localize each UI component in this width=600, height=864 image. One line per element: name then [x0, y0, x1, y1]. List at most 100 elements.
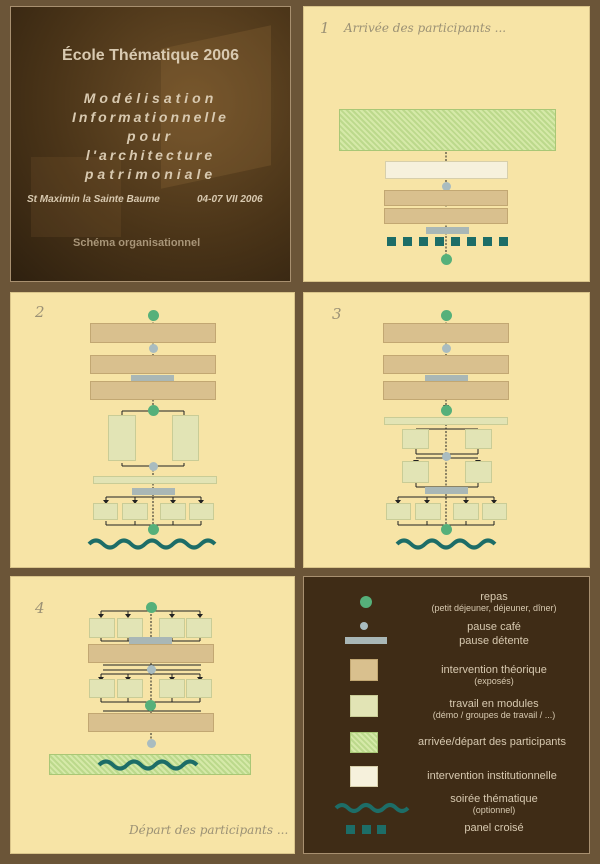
legend-arrival-box: [350, 732, 378, 753]
panel-squares: [387, 237, 511, 247]
module-block: [160, 503, 186, 520]
relax-break-bar: [129, 637, 172, 644]
coffee-break-dot: [147, 739, 156, 748]
legend-panel: repas (petit déjeuner, déjeuner, dîner) …: [303, 576, 590, 854]
coffee-break-dot: [149, 462, 158, 471]
meal-dot: [441, 310, 452, 321]
legend-note: (démo / groupes de travail / ...): [432, 710, 556, 720]
thematic-evening-wave: [87, 538, 217, 550]
relax-break-bar: [425, 375, 468, 381]
module-block: [402, 461, 429, 483]
coffee-break-dot: [147, 665, 156, 674]
module-block: [108, 415, 136, 461]
module-block: [402, 429, 429, 449]
legend-label: travail en modules: [449, 698, 539, 710]
module-block: [482, 503, 507, 520]
legend-meal-dot: [360, 596, 372, 608]
title-card-subtitle-line: Informationnelle: [72, 109, 229, 125]
legend-wave-icon: [334, 803, 410, 813]
departure-wave-layer: [97, 759, 199, 771]
coffee-break-dot: [442, 182, 451, 191]
module-block: [117, 679, 143, 698]
panel-number: 4: [35, 599, 45, 617]
panel-number: 3: [332, 305, 342, 323]
title-card-subtitle-line: Modélisation: [83, 90, 218, 106]
module-block: [159, 618, 185, 638]
relax-break-bar: [132, 488, 175, 495]
panel-1: 1 Arrivée des participants ...: [303, 6, 590, 282]
legend-label: soirée thématique: [450, 793, 538, 805]
title-card-decor: [31, 157, 121, 237]
legend-square-icon: [346, 825, 355, 834]
arrival-block: [339, 109, 556, 151]
module-block: [122, 503, 148, 520]
legend-label: panel croisé: [464, 822, 524, 834]
legend-wave-layer: [334, 803, 410, 813]
module-block: [189, 503, 214, 520]
module-block: [186, 618, 212, 638]
panel-number: 1: [320, 19, 330, 37]
meal-dot: [148, 310, 159, 321]
module-block: [172, 415, 199, 461]
theory-block: [88, 644, 214, 663]
panel-caption: Départ des participants ...: [129, 823, 289, 837]
module-block: [415, 503, 441, 520]
title-card: École Thématique 2006 Modélisation Infor…: [10, 6, 291, 282]
title-card-title: École Thématique 2006: [62, 47, 239, 64]
legend-label: repas: [480, 591, 508, 603]
meal-dot: [148, 405, 159, 416]
theory-block: [383, 381, 509, 400]
legend-note: (petit déjeuner, déjeuner, dîner): [431, 603, 557, 613]
legend-institutional-box: [350, 766, 378, 787]
theory-block: [90, 323, 216, 343]
module-block: [89, 679, 115, 698]
panel-square: [499, 237, 508, 246]
legend-square-icon: [362, 825, 371, 834]
panel-4: 4: [10, 576, 295, 854]
meal-dot: [145, 700, 156, 711]
module-block: [159, 679, 185, 698]
thematic-evening-wave: [395, 538, 497, 550]
coffee-break-dot: [442, 452, 451, 461]
module-block: [386, 503, 411, 520]
relax-break-bar: [426, 227, 469, 234]
relax-break-bar: [131, 375, 174, 381]
panel-square: [467, 237, 476, 246]
legend-note: (exposés): [474, 676, 514, 686]
legend-label: intervention institutionnelle: [427, 770, 557, 782]
meal-dot: [148, 524, 159, 535]
module-bar: [384, 417, 508, 425]
module-block: [186, 679, 212, 698]
legend-square-icon: [377, 825, 386, 834]
title-card-place: St Maximin la Sainte Baume: [27, 194, 160, 205]
relax-break-bar: [425, 487, 468, 494]
meal-dot: [441, 254, 452, 265]
title-card-dates: 04-07 VII 2006: [197, 194, 263, 205]
module-block: [89, 618, 115, 638]
panel-square: [483, 237, 492, 246]
title-card-subtitle-line: l'architecture: [85, 147, 216, 163]
meal-dot: [146, 602, 157, 613]
legend-relax-bar: [345, 637, 387, 644]
legend-theory-box: [350, 659, 378, 681]
module-block: [93, 503, 118, 520]
panel-square: [419, 237, 428, 246]
panel-3: 3: [303, 292, 590, 568]
legend-label: pause détente: [459, 635, 529, 647]
module-block: [453, 503, 479, 520]
legend-modules-box: [350, 695, 378, 717]
institutional-block: [385, 161, 508, 179]
panel-square: [387, 237, 396, 246]
meal-dot: [441, 405, 452, 416]
module-block: [465, 461, 492, 483]
panel-square: [451, 237, 460, 246]
legend-label: arrivée/départ des participants: [418, 736, 566, 748]
panel-square: [403, 237, 412, 246]
departure-block: [49, 754, 251, 775]
theory-block: [90, 355, 216, 374]
thematic-evening-wave: [97, 759, 199, 771]
panel-2: 2: [10, 292, 295, 568]
panel-caption: Arrivée des participants ...: [344, 21, 507, 35]
legend-label: pause café: [467, 621, 521, 633]
panel-square: [435, 237, 444, 246]
